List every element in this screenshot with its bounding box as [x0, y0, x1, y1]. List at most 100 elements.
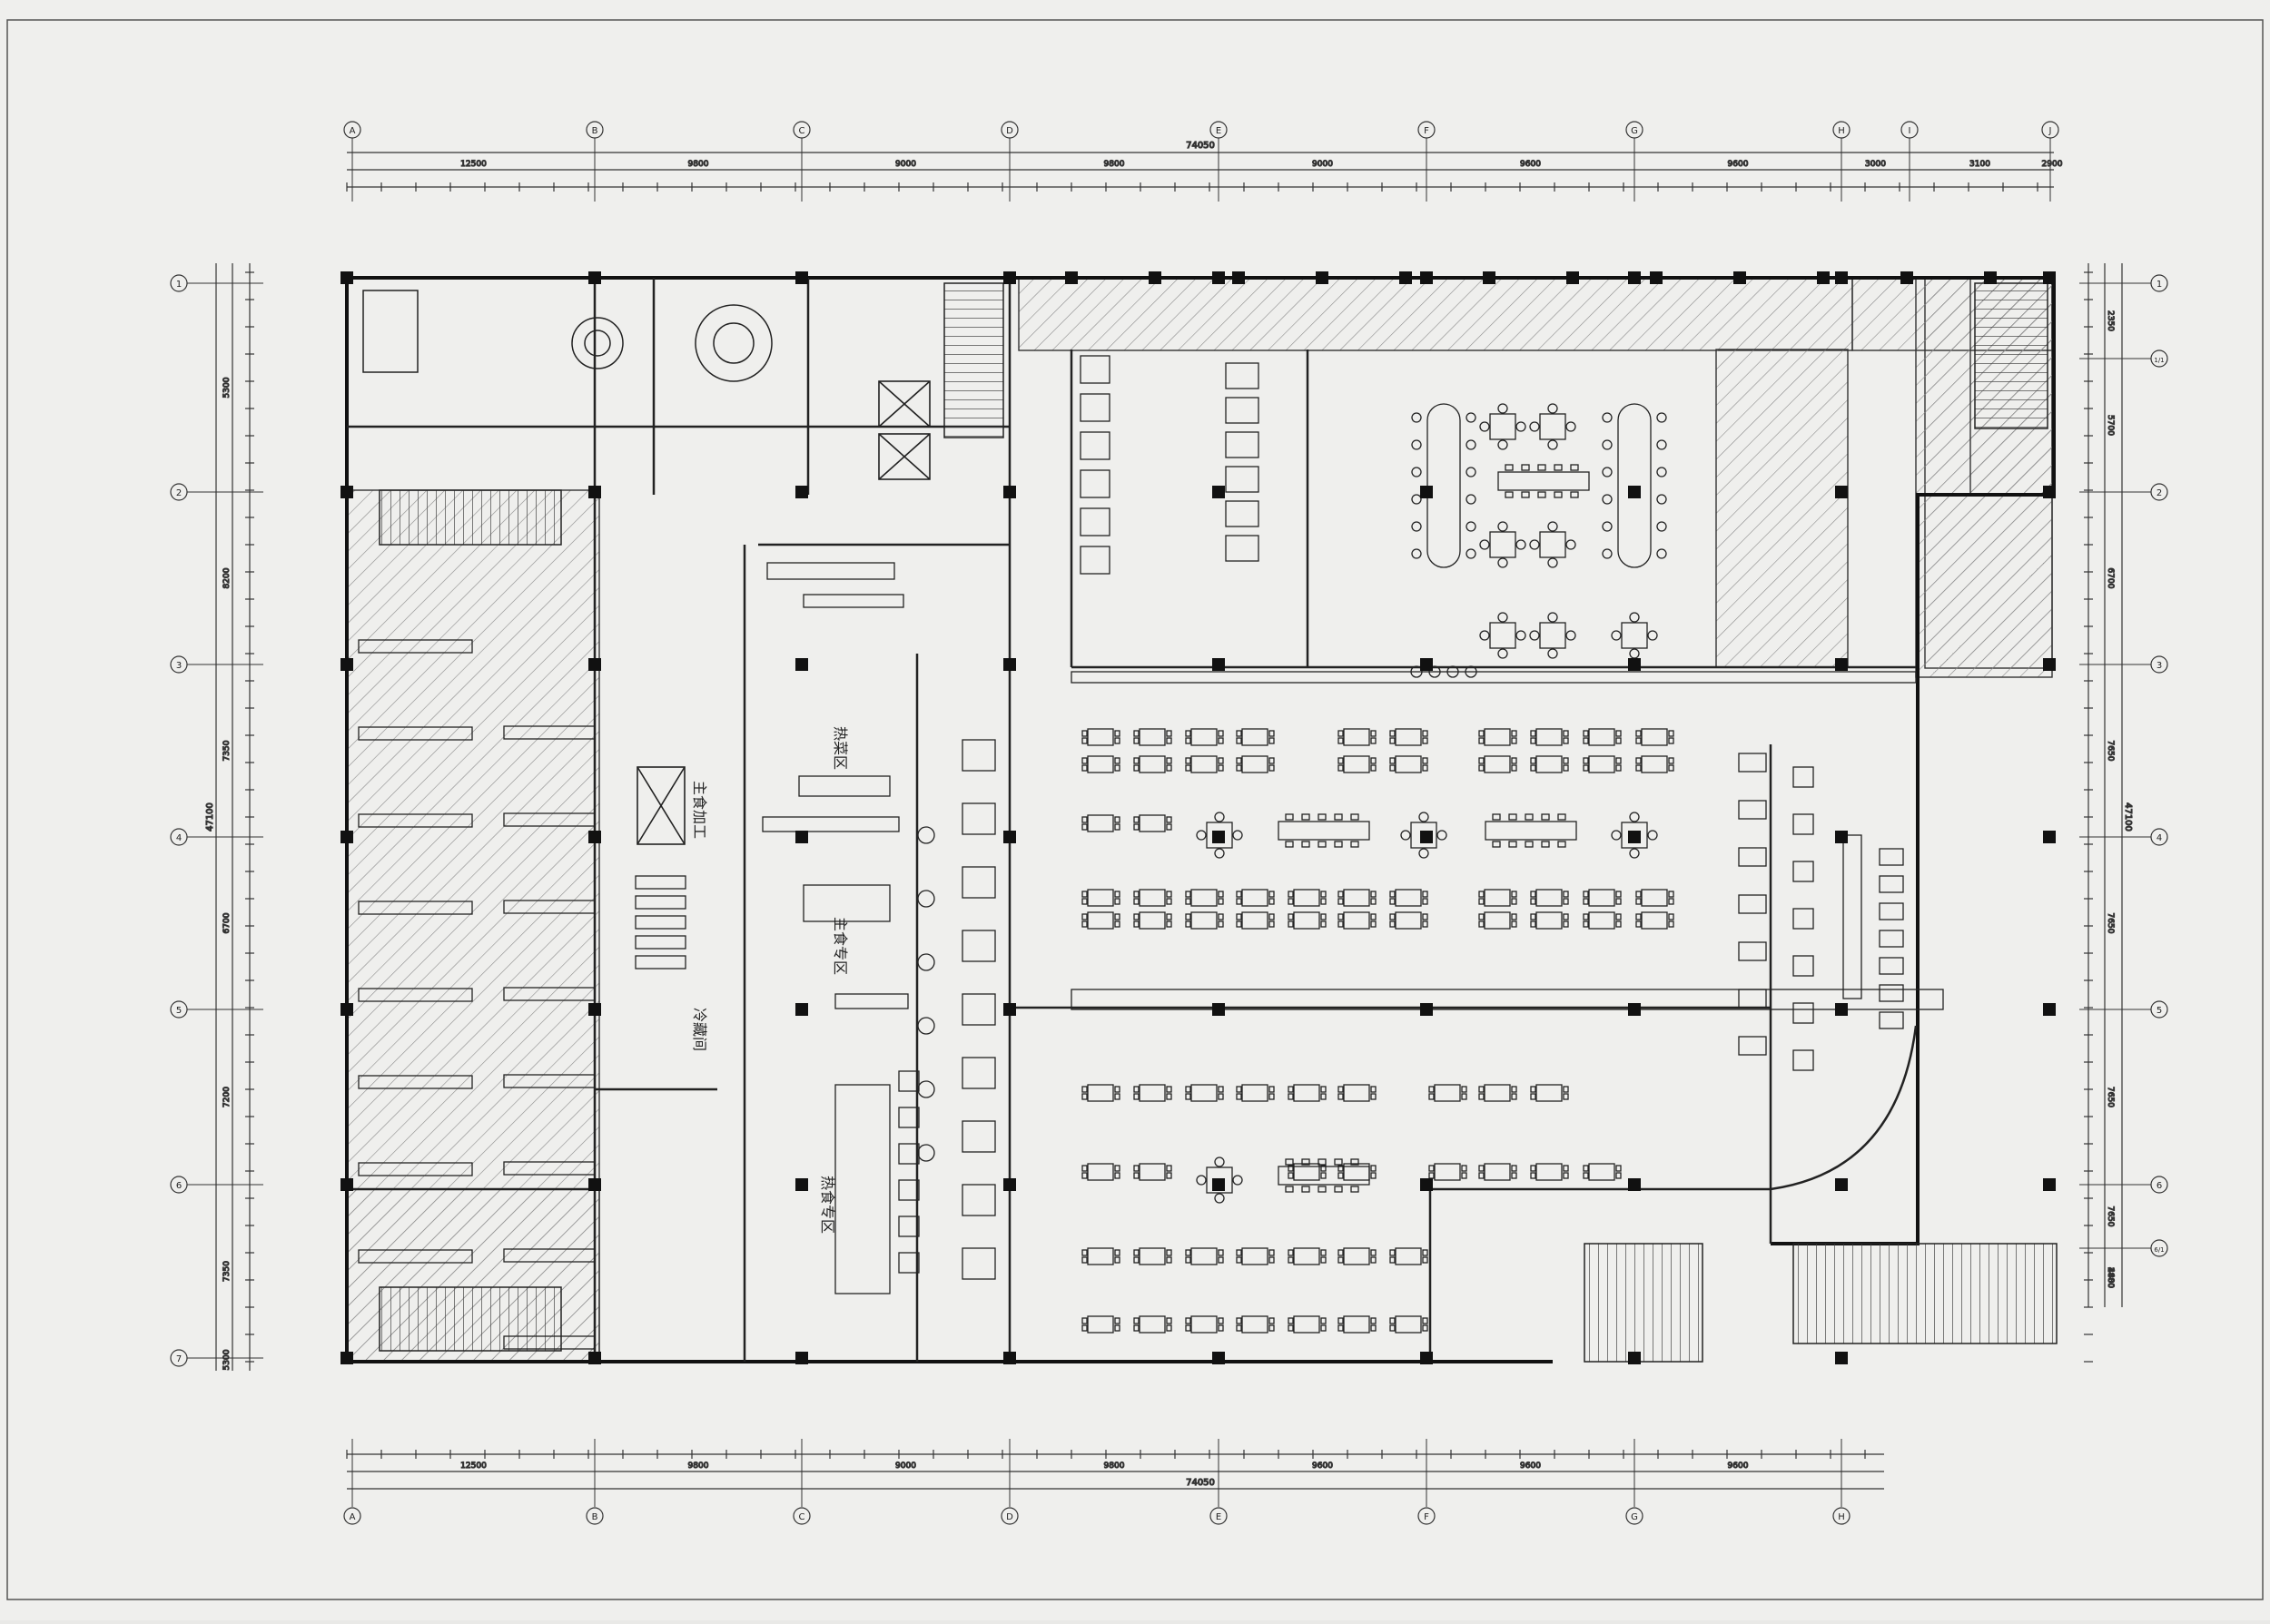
chair	[1133, 1165, 1140, 1172]
cubicle	[1080, 431, 1110, 460]
chair	[1530, 1172, 1536, 1179]
burner	[898, 1216, 920, 1237]
chair	[1350, 813, 1359, 821]
chair	[1268, 1249, 1275, 1256]
table	[1535, 1163, 1563, 1181]
chair	[1236, 764, 1242, 772]
column	[1420, 658, 1433, 671]
table	[1190, 1315, 1218, 1334]
chair	[1563, 898, 1569, 905]
chair	[1563, 737, 1569, 744]
chair	[1218, 898, 1224, 905]
chair	[1647, 630, 1658, 641]
grid-label-top: I	[1909, 126, 1911, 136]
grid-label-top: A	[350, 126, 356, 136]
dim-bay-bottom: 9600	[1520, 1462, 1541, 1471]
chair	[1583, 898, 1589, 905]
chair	[1478, 730, 1485, 737]
table	[1087, 814, 1114, 832]
chair	[1478, 913, 1485, 920]
grid-label-right: 3	[2156, 661, 2162, 671]
chair	[1081, 737, 1088, 744]
chair	[1114, 1172, 1120, 1179]
grid-label-bottom: D	[1006, 1512, 1013, 1522]
chair	[1547, 612, 1558, 623]
chair	[1530, 1086, 1536, 1093]
chair	[1337, 1165, 1344, 1172]
rack	[635, 955, 686, 969]
chair	[1511, 764, 1517, 772]
stall	[1225, 397, 1259, 424]
chair	[1389, 1249, 1396, 1256]
chair	[1218, 920, 1224, 928]
table	[1343, 755, 1370, 773]
chair	[1320, 891, 1327, 898]
chair	[1389, 737, 1396, 744]
chair	[1505, 464, 1514, 471]
chair	[1563, 1093, 1569, 1100]
chair	[1557, 813, 1566, 821]
chair	[1497, 612, 1508, 623]
chair	[1218, 891, 1224, 898]
chair	[1530, 1093, 1536, 1100]
column	[795, 1003, 808, 1016]
chair	[1583, 764, 1589, 772]
column	[1835, 658, 1848, 671]
chair	[1268, 1086, 1275, 1093]
dim-bay-right: 7650	[2106, 741, 2115, 762]
column	[1628, 1178, 1641, 1191]
dim-bay-top: 9800	[688, 160, 709, 169]
table	[1535, 889, 1563, 907]
chair	[1185, 764, 1191, 772]
chair	[1081, 1093, 1088, 1100]
dim-bay-right: 7650	[2106, 913, 2115, 934]
grid-bubble	[1417, 1507, 1436, 1525]
chair	[1337, 757, 1344, 764]
chair	[1214, 1193, 1225, 1204]
chair	[1422, 1256, 1428, 1264]
chair	[1389, 1324, 1396, 1332]
workbench	[834, 993, 909, 1009]
chair	[1218, 913, 1224, 920]
chair	[1478, 1093, 1485, 1100]
chair	[1166, 764, 1172, 772]
chair	[1185, 920, 1191, 928]
workbench	[803, 884, 891, 922]
chair	[1557, 841, 1566, 848]
chair	[1563, 920, 1569, 928]
booth	[1792, 813, 1814, 835]
dim-bay-bottom: 9600	[1728, 1462, 1749, 1471]
chair	[1583, 891, 1589, 898]
label-staple-prep: 主食加工	[691, 781, 708, 839]
chair	[1563, 730, 1569, 737]
grid-label-left: 7	[176, 1354, 182, 1364]
chair	[1554, 491, 1563, 498]
hood	[962, 1057, 996, 1089]
chair	[1615, 898, 1622, 905]
table	[1087, 1163, 1114, 1181]
table	[1484, 755, 1511, 773]
chair	[1318, 1158, 1327, 1166]
table	[1343, 889, 1370, 907]
column	[1835, 831, 1848, 843]
chair	[1525, 813, 1534, 821]
chair	[1133, 1249, 1140, 1256]
stairs	[379, 282, 2058, 1363]
table	[1190, 1084, 1218, 1102]
square-table	[1410, 822, 1437, 849]
table	[1087, 889, 1114, 907]
chair	[1508, 841, 1517, 848]
chair	[1530, 730, 1536, 737]
chair	[1370, 913, 1377, 920]
workbench	[834, 1084, 891, 1294]
chair	[1133, 898, 1140, 905]
dim-total-right: 47100	[2123, 802, 2133, 832]
dim-bay-top: 12500	[460, 160, 487, 169]
chair	[1497, 521, 1508, 532]
chair	[1334, 1158, 1343, 1166]
chair	[1081, 757, 1088, 764]
table	[1087, 1084, 1114, 1102]
chair	[1133, 757, 1140, 764]
grid-label-right: 2	[2156, 488, 2162, 498]
